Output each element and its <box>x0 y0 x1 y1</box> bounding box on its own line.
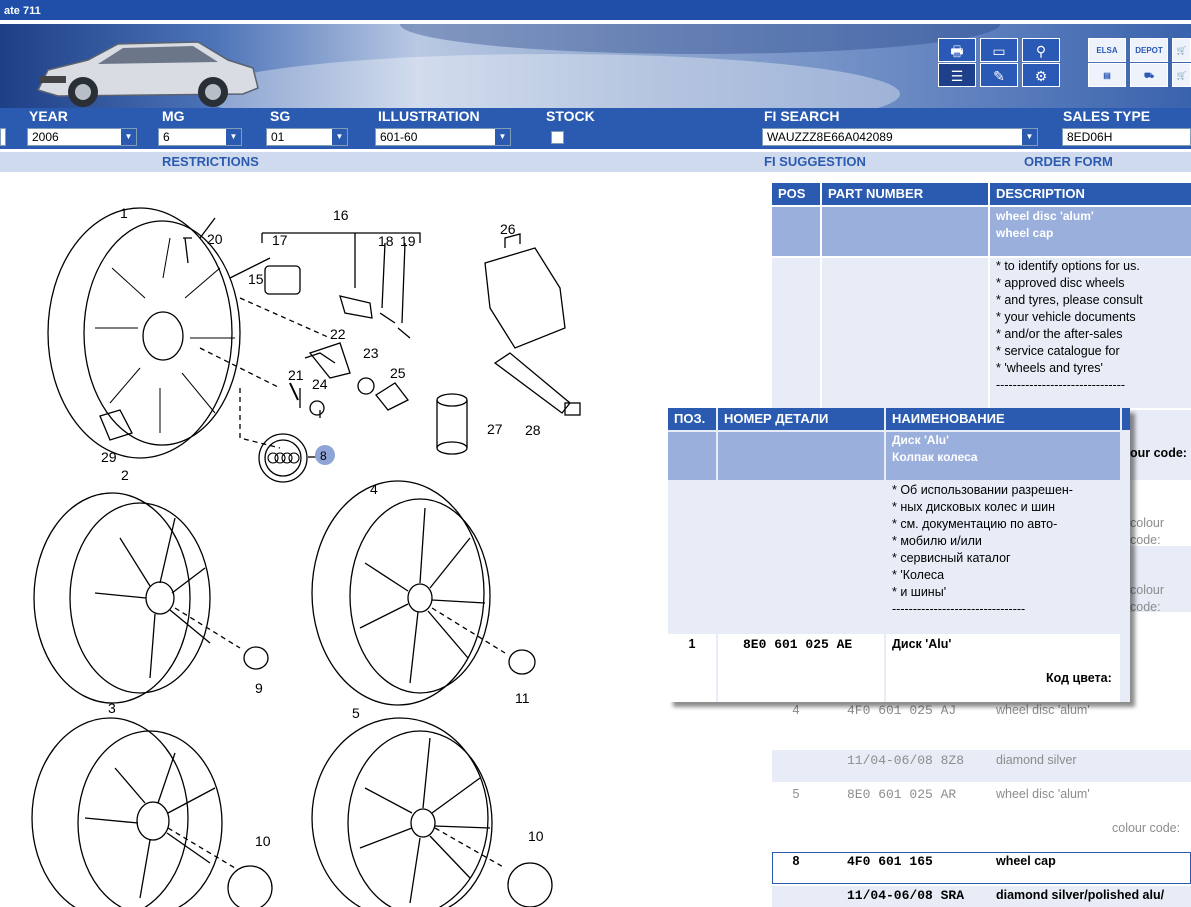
colour-code-label-grey: colour code: <box>1130 516 1165 547</box>
row-8-part[interactable]: 4F0 601 165 <box>847 854 933 869</box>
binoculars-icon[interactable]: ⚲ <box>1022 38 1060 62</box>
svg-text:20: 20 <box>207 231 223 247</box>
cart2-icon[interactable]: 🛒 <box>1172 63 1191 87</box>
row-5-colour-code: colour code: <box>1112 821 1181 835</box>
part-number-header: PART NUMBER <box>822 183 988 205</box>
svg-text:17: 17 <box>272 232 288 248</box>
parts-illustration: 1 16 20 17 18 19 26 15 22 23 25 21 24 27… <box>0 178 770 907</box>
chevron-down-icon[interactable]: ▼ <box>332 129 347 145</box>
svg-text:15: 15 <box>248 271 264 287</box>
translation-popup[interactable]: ПОЗ. НОМЕР ДЕТАЛИ НАИМЕНОВАНИЕ Диск 'Alu… <box>668 408 1130 702</box>
popup-pos-header: ПОЗ. <box>668 408 716 430</box>
depot-button[interactable]: DEPOT <box>1130 38 1168 62</box>
callout-8-highlight <box>315 445 335 465</box>
order-form-link[interactable]: ORDER FORM <box>1024 154 1113 169</box>
popup-desc-header: НАИМЕНОВАНИЕ <box>886 408 1120 430</box>
document-icon[interactable]: ▤ <box>1088 63 1126 87</box>
sales-type-label: SALES TYPE <box>1063 108 1151 124</box>
svg-text:22: 22 <box>330 326 346 342</box>
tools-icon[interactable]: ⚙ <box>1022 63 1060 87</box>
illustration-label: ILLUSTRATION <box>378 108 480 124</box>
stock-label: STOCK <box>546 108 595 124</box>
fi-search-select[interactable]: WAUZZZ8E66A042089▼ <box>762 128 1038 146</box>
row-4b-part: 11/04-06/08 8Z8 <box>847 753 965 768</box>
description-header: DESCRIPTION <box>990 183 1191 205</box>
elsa-button[interactable]: ELSA <box>1088 38 1126 62</box>
car-image <box>36 41 259 107</box>
row-5-desc: wheel disc 'alum' <box>996 787 1090 801</box>
svg-text:21: 21 <box>288 367 304 383</box>
svg-text:19: 19 <box>400 233 416 249</box>
label-1: 1 <box>120 205 128 221</box>
svg-text:11: 11 <box>515 690 530 706</box>
chevron-down-icon[interactable]: ▼ <box>226 129 241 145</box>
pos-header: POS <box>772 183 820 205</box>
svg-text:3: 3 <box>108 700 116 716</box>
screen-icon[interactable]: ▭ <box>980 38 1018 62</box>
row-4-desc: wheel disc 'alum' <box>996 703 1090 717</box>
popup-group-title: Диск 'Alu' Колпак колеса <box>886 432 1120 480</box>
svg-text:8: 8 <box>320 449 327 463</box>
row-4-part[interactable]: 4F0 601 025 AJ <box>847 703 957 718</box>
row-5-pos: 5 <box>792 787 800 801</box>
row-8-selected[interactable] <box>772 852 1191 884</box>
svg-text:27: 27 <box>487 421 503 437</box>
notes-cell: * to identify options for us. * approved… <box>990 258 1191 408</box>
popup-row-pos: 1 <box>688 637 696 651</box>
row-4-pos: 4 <box>792 703 800 717</box>
svg-text:24: 24 <box>312 376 328 392</box>
row-8b-part: 11/04-06/08 SRA <box>847 888 965 903</box>
svg-text:4: 4 <box>370 481 378 497</box>
svg-text:29: 29 <box>101 449 117 465</box>
row-4b-desc: diamond silver <box>996 753 1077 767</box>
svg-text:10: 10 <box>528 828 544 844</box>
row-8-pos: 8 <box>792 854 800 868</box>
illustration-select[interactable]: 601-60▼ <box>375 128 511 146</box>
svg-text:23: 23 <box>363 345 379 361</box>
popup-notes: * Об использовании разрешен- * ных диско… <box>886 482 1120 632</box>
sg-label: SG <box>270 108 291 124</box>
popup-part-header: НОМЕР ДЕТАЛИ <box>718 408 884 430</box>
chevron-down-icon[interactable]: ▼ <box>1022 129 1037 145</box>
group-title-cell: wheel disc 'alum' wheel cap <box>990 207 1191 256</box>
popup-row-part[interactable]: 8E0 601 025 AE <box>743 637 853 652</box>
svg-text:18: 18 <box>378 233 394 249</box>
vehicle-icon[interactable]: ⛟ <box>1130 63 1168 87</box>
mg-label: MG <box>162 108 185 124</box>
stock-checkbox[interactable] <box>551 131 564 144</box>
year-label: YEAR <box>29 108 68 124</box>
svg-text:2: 2 <box>121 467 129 483</box>
list-icon[interactable]: ☰ <box>938 63 976 87</box>
colour-code-label: our code: <box>1130 446 1187 460</box>
restrictions-link[interactable]: RESTRICTIONS <box>162 154 259 169</box>
svg-text:9: 9 <box>255 680 263 696</box>
popup-colour-label: Код цвета: <box>1046 671 1112 685</box>
row-8b-desc: diamond silver/polished alu/ <box>996 888 1165 902</box>
fi-search-label: FI SEARCH <box>764 108 840 124</box>
row-8-desc: wheel cap <box>996 854 1056 868</box>
pencil-icon[interactable]: ✎ <box>980 63 1018 87</box>
svg-text:25: 25 <box>390 365 406 381</box>
chevron-down-icon[interactable]: ▼ <box>121 129 136 145</box>
fi-suggestion-link[interactable]: FI SUGGESTION <box>764 154 866 169</box>
header-banner: 🖶 ▭ ⚲ ☰ ✎ ⚙ ELSA DEPOT ▤ ⛟ 🛒 🛒 <box>0 24 1191 108</box>
printer-icon[interactable]: 🖶 <box>938 38 976 62</box>
cart-icon[interactable]: 🛒 <box>1172 38 1191 62</box>
sales-type-input[interactable]: 8ED06H <box>1062 128 1191 146</box>
svg-text:10: 10 <box>255 833 271 849</box>
sg-select[interactable]: 01▼ <box>266 128 348 146</box>
svg-text:26: 26 <box>500 221 516 237</box>
svg-text:28: 28 <box>525 422 541 438</box>
svg-text:5: 5 <box>352 705 360 721</box>
row-5-part[interactable]: 8E0 601 025 AR <box>847 787 957 802</box>
year-select[interactable]: 2006▼ <box>27 128 137 146</box>
mg-select[interactable]: 6▼ <box>158 128 242 146</box>
colour-code-label-grey-2: colour code: <box>1130 583 1165 614</box>
svg-text:16: 16 <box>333 207 349 223</box>
popup-row-desc: Диск 'Alu' <box>892 637 952 651</box>
chevron-down-icon[interactable]: ▼ <box>495 129 510 145</box>
window-title: ate 711 <box>0 0 1191 22</box>
